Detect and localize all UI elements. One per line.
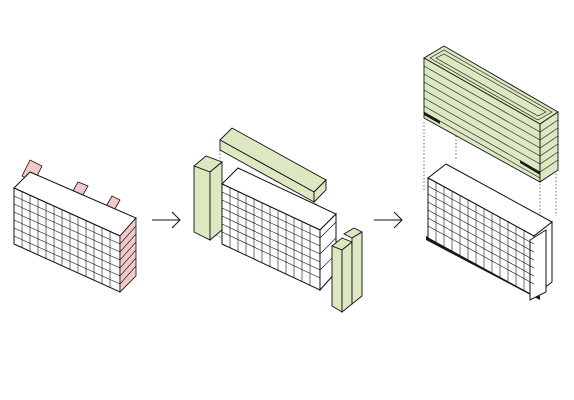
facade-grid [221,188,337,286]
roof-slab-green [219,127,327,204]
side-facade-pink [119,216,137,293]
addition-volumes [193,127,363,313]
existing-building [13,159,137,293]
arrow-right-icon [374,211,403,229]
facade-grid [427,182,535,290]
upper-floors-green [423,45,559,183]
central-building [221,167,337,292]
facade-grid [13,192,137,287]
left-column-green [193,155,223,241]
arrow-right-icon [152,211,181,229]
right-columns-green [331,227,363,313]
lower-building [427,163,553,301]
final-building [423,45,559,301]
